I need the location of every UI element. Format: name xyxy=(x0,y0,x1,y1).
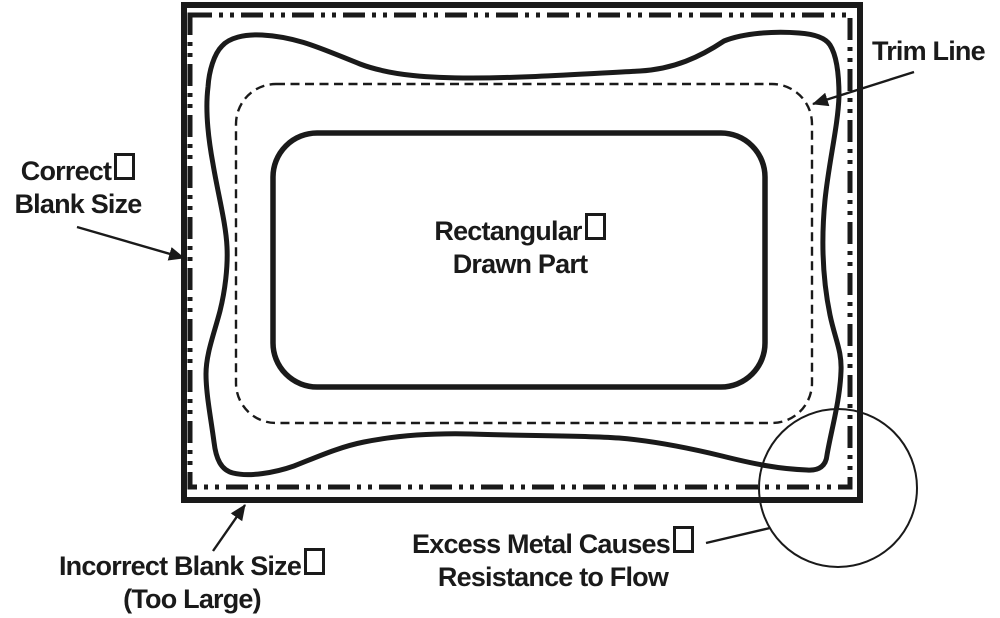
missing-glyph-box-icon xyxy=(672,526,694,553)
label-line-1: Excess Metal Causes xyxy=(392,526,714,561)
excess-metal-label: Excess Metal Causes Resistance to Flow xyxy=(392,526,714,594)
label-text: Rectangular xyxy=(434,216,582,246)
label-line-2: Resistance to Flow xyxy=(437,562,669,592)
label-text: Incorrect Blank Size xyxy=(58,551,302,581)
correct-blank-size-label: Correct Blank Size xyxy=(0,153,156,221)
correct-blank-phantom-outline xyxy=(187,12,853,490)
label-line-1: Incorrect Blank Size xyxy=(16,548,368,583)
flange-outline xyxy=(203,29,844,478)
drawn-part-outline xyxy=(270,130,768,390)
excess-metal-connector-line xyxy=(705,526,771,545)
label-line-2: Drawn Part xyxy=(452,249,588,279)
label-text: Correct xyxy=(20,156,112,186)
missing-glyph-box-icon xyxy=(114,153,136,180)
incorrect-blank-size-label: Incorrect Blank Size (Too Large) xyxy=(16,548,368,616)
trim-line-outline xyxy=(234,82,814,425)
missing-glyph-box-icon xyxy=(304,548,326,575)
label-line-2: Blank Size xyxy=(14,189,142,219)
trim-line-label: Trim Line xyxy=(872,35,986,68)
label-text: Excess Metal Causes xyxy=(412,529,671,559)
correct-blank-arrow xyxy=(76,225,185,261)
incorrect-blank-arrow xyxy=(212,504,246,552)
rectangular-drawn-part-label: Rectangular Drawn Part xyxy=(390,213,650,281)
label-line-2: (Too Large) xyxy=(123,584,261,614)
excess-metal-detail-circle xyxy=(758,408,918,568)
label-line-1: Rectangular xyxy=(390,213,650,248)
label-line-1: Correct xyxy=(0,153,156,188)
label-text: Trim Line xyxy=(872,36,986,66)
missing-glyph-box-icon xyxy=(584,213,606,240)
trim-line-arrow xyxy=(812,70,915,107)
